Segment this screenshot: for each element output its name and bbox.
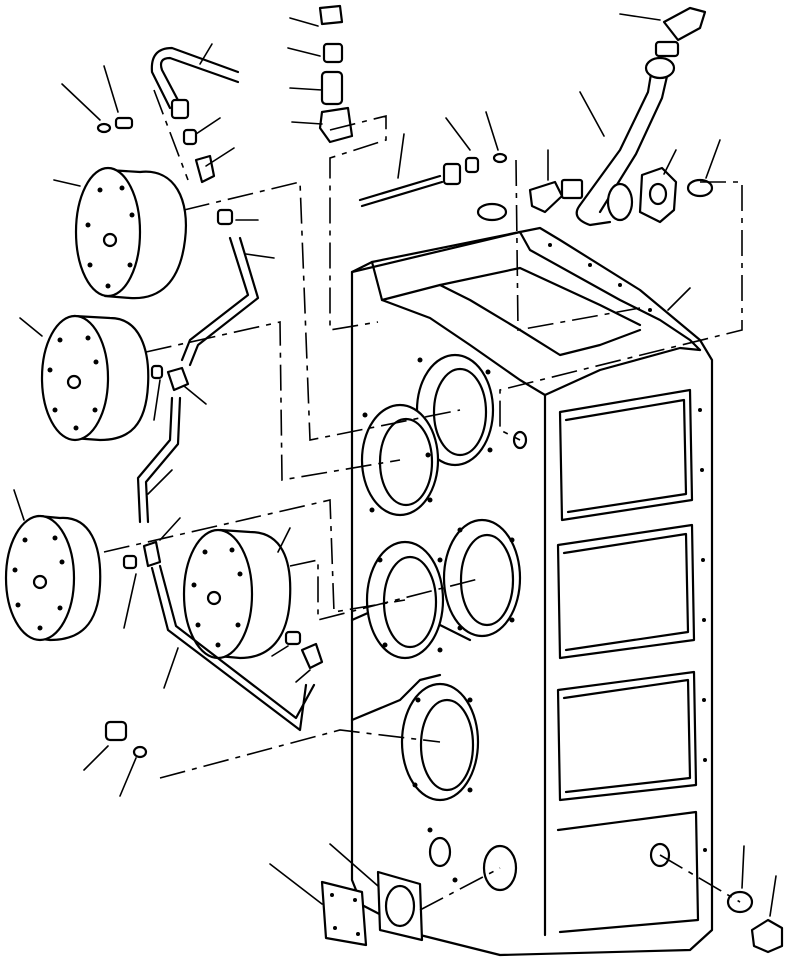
dipstick [358, 174, 444, 208]
oil-tube-top [150, 46, 240, 110]
filler-tube [575, 66, 670, 227]
fitting-stack [318, 4, 354, 144]
o-ring-right [686, 178, 714, 198]
gasket [376, 870, 424, 942]
cover-plate [320, 880, 368, 947]
oil-tube-upper-left [180, 236, 260, 367]
transmission-case [350, 202, 714, 957]
fittings-middle-left [122, 364, 324, 670]
plug-lower-left [104, 720, 148, 759]
connector-right [528, 178, 634, 222]
clutch-cover-middle [40, 314, 150, 442]
fittings-upper-left [96, 98, 234, 226]
clutch-cover-lower-right [182, 528, 292, 660]
leader-lines [13, 13, 777, 917]
fitting-dipstick-end [442, 152, 508, 186]
oil-tube-lower [150, 564, 316, 732]
clutch-cover-lower-left [4, 514, 102, 642]
assembly-lines [103, 89, 743, 911]
oil-tube-middle-left [136, 396, 182, 524]
breather-cap [644, 6, 707, 80]
plug-lower-right [726, 890, 784, 954]
clutch-cover-top [74, 166, 187, 300]
elbow-fitting-right [638, 166, 678, 224]
